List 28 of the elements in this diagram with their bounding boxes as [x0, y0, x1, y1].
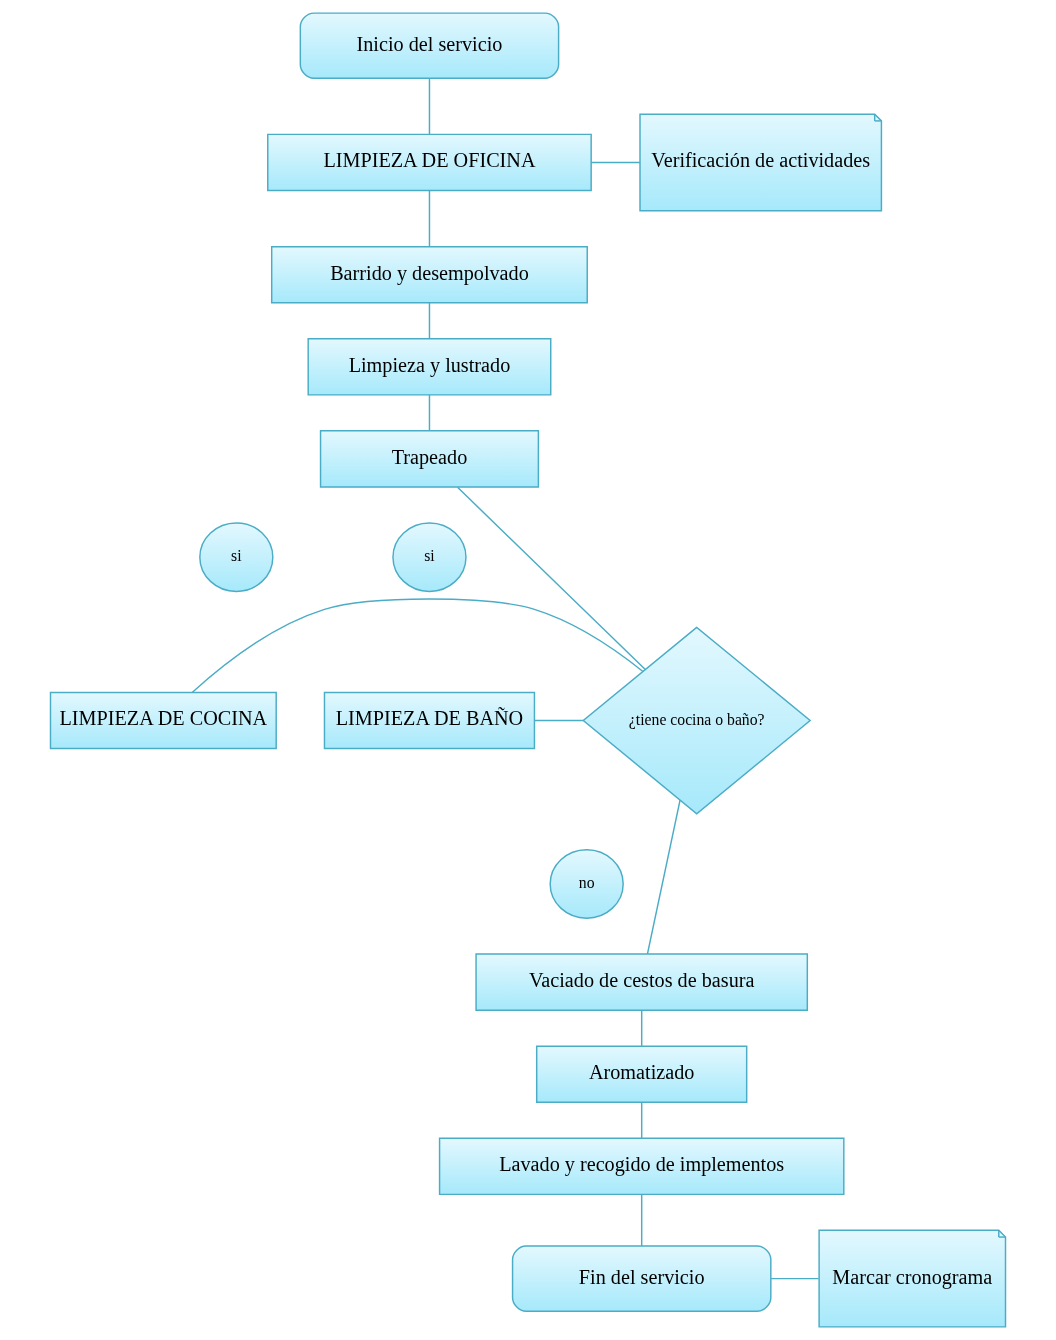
node-box: Vaciado de cestos de basura: [475, 953, 809, 1011]
node-box: Lavado y recogido de implementos: [438, 1137, 845, 1196]
node-box: Trapeado: [319, 430, 540, 488]
node-box: Limpieza y lustrado: [307, 338, 552, 396]
node-box: LIMPIEZA DE BAÑO: [323, 691, 536, 750]
node-circle: si: [199, 522, 274, 593]
node-circle: si: [392, 522, 467, 593]
node-box: LIMPIEZA DE COCINA: [49, 691, 277, 750]
connector: [428, 190, 431, 248]
connector: [646, 799, 681, 955]
node-diamond: ¿tiene cocina o baño?: [582, 626, 812, 815]
node-box: Aromatizado: [535, 1045, 748, 1104]
connector: [191, 598, 644, 693]
connector: [456, 486, 647, 671]
connector: [640, 1009, 643, 1047]
connector: [534, 719, 584, 722]
connector: [590, 161, 641, 164]
connector: [428, 77, 431, 135]
connector: [428, 302, 431, 340]
connector: [640, 1193, 643, 1247]
node-box: Barrido y desempolvado: [270, 245, 588, 304]
connector: [770, 1277, 820, 1280]
node-circle: no: [549, 848, 624, 919]
connector: [640, 1101, 643, 1139]
node-box: LIMPIEZA DE OFICINA: [267, 133, 592, 192]
node-box: Fin del servicio: [511, 1245, 772, 1312]
node-box: Inicio del servicio: [299, 12, 560, 79]
connector: [428, 394, 431, 432]
